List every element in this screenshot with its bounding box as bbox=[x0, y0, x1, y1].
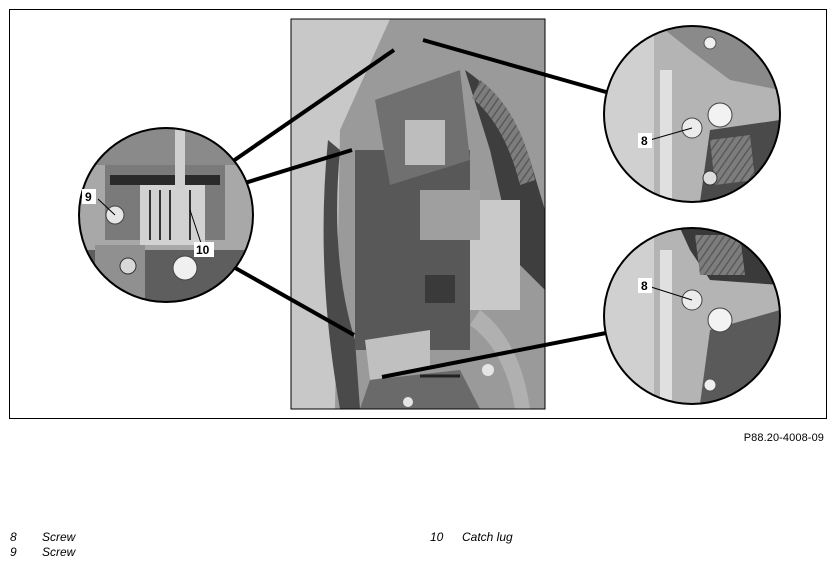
figure-reference: P88.20-4008-09 bbox=[743, 432, 824, 444]
detail-left bbox=[79, 128, 253, 302]
legend-left: 8 Screw 9 Screw bbox=[10, 530, 310, 560]
legend-item: 9 Screw bbox=[10, 545, 310, 560]
legend-item: 8 Screw bbox=[10, 530, 310, 545]
legend-text: Screw bbox=[42, 530, 76, 544]
figure-frame: 9 10 8 bbox=[9, 9, 827, 419]
callout-left-screw: 9 bbox=[85, 190, 92, 204]
legend-text: Catch lug bbox=[462, 530, 513, 544]
legend-right: 10 Catch lug bbox=[430, 530, 730, 545]
callout-bottom-right: 8 bbox=[641, 279, 648, 293]
callout-left-lug: 10 bbox=[196, 243, 210, 257]
legend-number: 8 bbox=[10, 530, 17, 544]
legend-item: 10 Catch lug bbox=[430, 530, 730, 545]
legend-number: 9 bbox=[10, 545, 17, 559]
figure-illustration: 9 10 8 bbox=[78, 18, 781, 410]
legend-number: 10 bbox=[430, 530, 444, 544]
legend-text: Screw bbox=[42, 545, 76, 559]
callout-top-right: 8 bbox=[641, 134, 648, 148]
center-photo bbox=[291, 19, 545, 409]
detail-bottom-right bbox=[604, 228, 780, 404]
